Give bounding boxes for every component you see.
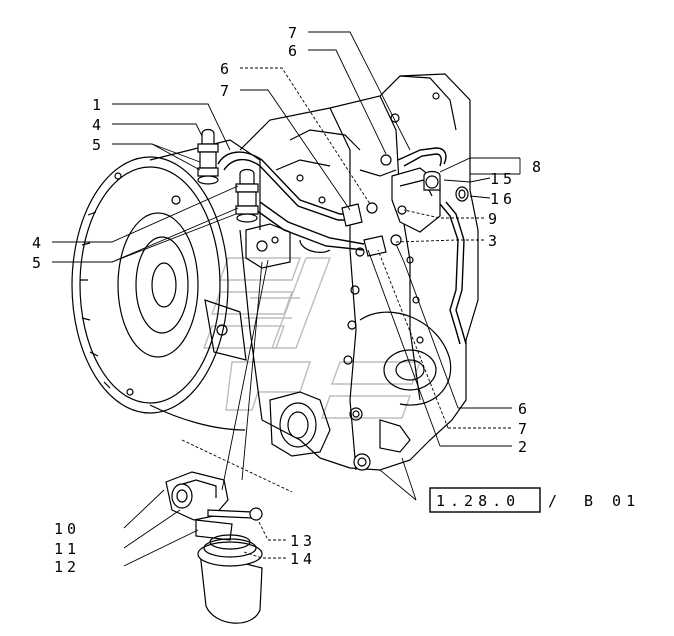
- banjo-bolt-top: [197, 128, 219, 185]
- callout-12: 12: [54, 558, 80, 576]
- valve-assembly: [380, 147, 469, 345]
- callout-15: 15: [490, 170, 516, 188]
- banjo-bolt-lower: [235, 168, 259, 223]
- transmission-housing: [204, 73, 479, 471]
- reference-box: [429, 487, 541, 513]
- callout-11: 11: [54, 540, 80, 558]
- callout-7-top-left: 7: [220, 82, 233, 100]
- callout-7-bottom: 7: [518, 420, 531, 438]
- callout-6-top-right: 6: [288, 42, 301, 60]
- callout-labels: 1 4 5 4 5 6 7 7 6 8 15 16 9 3 6 7 2 10 1…: [32, 24, 545, 576]
- flywheel-housing: [71, 139, 261, 431]
- watermark-logo: [203, 257, 421, 419]
- callout-3: 3: [488, 232, 501, 250]
- callout-4-mid: 4: [32, 234, 45, 252]
- oil-filter-assembly: [165, 471, 263, 624]
- reference-page: B 01: [584, 492, 640, 510]
- callout-5-top: 5: [92, 136, 105, 154]
- callout-9: 9: [488, 210, 501, 228]
- reference-block: 1.28.0 / B 01: [429, 487, 640, 513]
- leader-lines: [52, 31, 521, 567]
- callout-14: 14: [290, 550, 316, 568]
- reference-separator: /: [548, 492, 562, 510]
- callout-16: 16: [490, 190, 516, 208]
- callout-13: 13: [290, 532, 316, 550]
- callout-8: 8: [532, 158, 545, 176]
- callout-1: 1: [92, 96, 105, 114]
- callout-2: 2: [518, 438, 531, 456]
- oil-pipe-left: [217, 151, 365, 251]
- callout-7-top-right: 7: [288, 24, 301, 42]
- callout-5-mid: 5: [32, 254, 45, 272]
- callout-10: 10: [54, 520, 80, 538]
- callout-6-bottom: 6: [518, 400, 531, 418]
- pipe-fittings-center: [341, 202, 402, 257]
- callout-4-top: 4: [92, 116, 105, 134]
- reference-section: 1.28.0: [436, 492, 520, 510]
- callout-6-top-left: 6: [220, 60, 233, 78]
